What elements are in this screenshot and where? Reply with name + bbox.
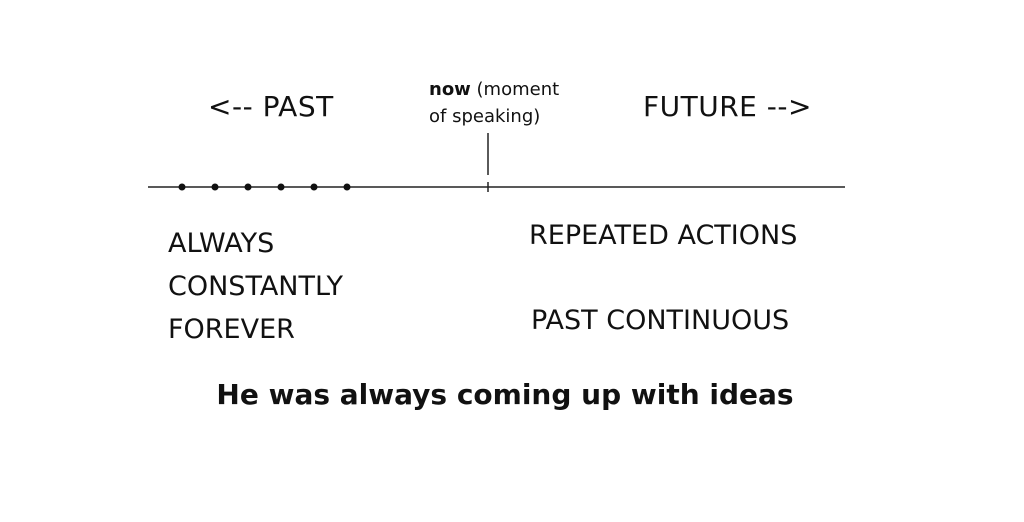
- past-point: [244, 183, 252, 191]
- past-point: [211, 183, 219, 191]
- adverb-list: ALWAYS CONSTANTLY FOREVER: [168, 222, 343, 351]
- past-point: [310, 183, 318, 191]
- now-line2: of speaking): [429, 106, 541, 127]
- now-label: now (moment of speaking): [429, 76, 559, 130]
- past-points: [178, 183, 351, 191]
- adverb-constantly: CONSTANTLY: [168, 271, 343, 302]
- past-point: [343, 183, 351, 191]
- now-line1-rest: (moment: [470, 79, 560, 100]
- repeated-actions-label: REPEATED ACTIONS: [529, 220, 798, 251]
- adverb-forever: FOREVER: [168, 314, 295, 345]
- past-label: <-- PAST: [208, 90, 334, 123]
- adverb-always: ALWAYS: [168, 228, 275, 259]
- past-point: [277, 183, 285, 191]
- future-label: FUTURE -->: [643, 90, 812, 123]
- now-word: now: [429, 79, 471, 100]
- past-point: [178, 183, 186, 191]
- tense-label: PAST CONTINUOUS: [531, 305, 790, 336]
- example-sentence: He was always coming up with ideas: [216, 378, 794, 411]
